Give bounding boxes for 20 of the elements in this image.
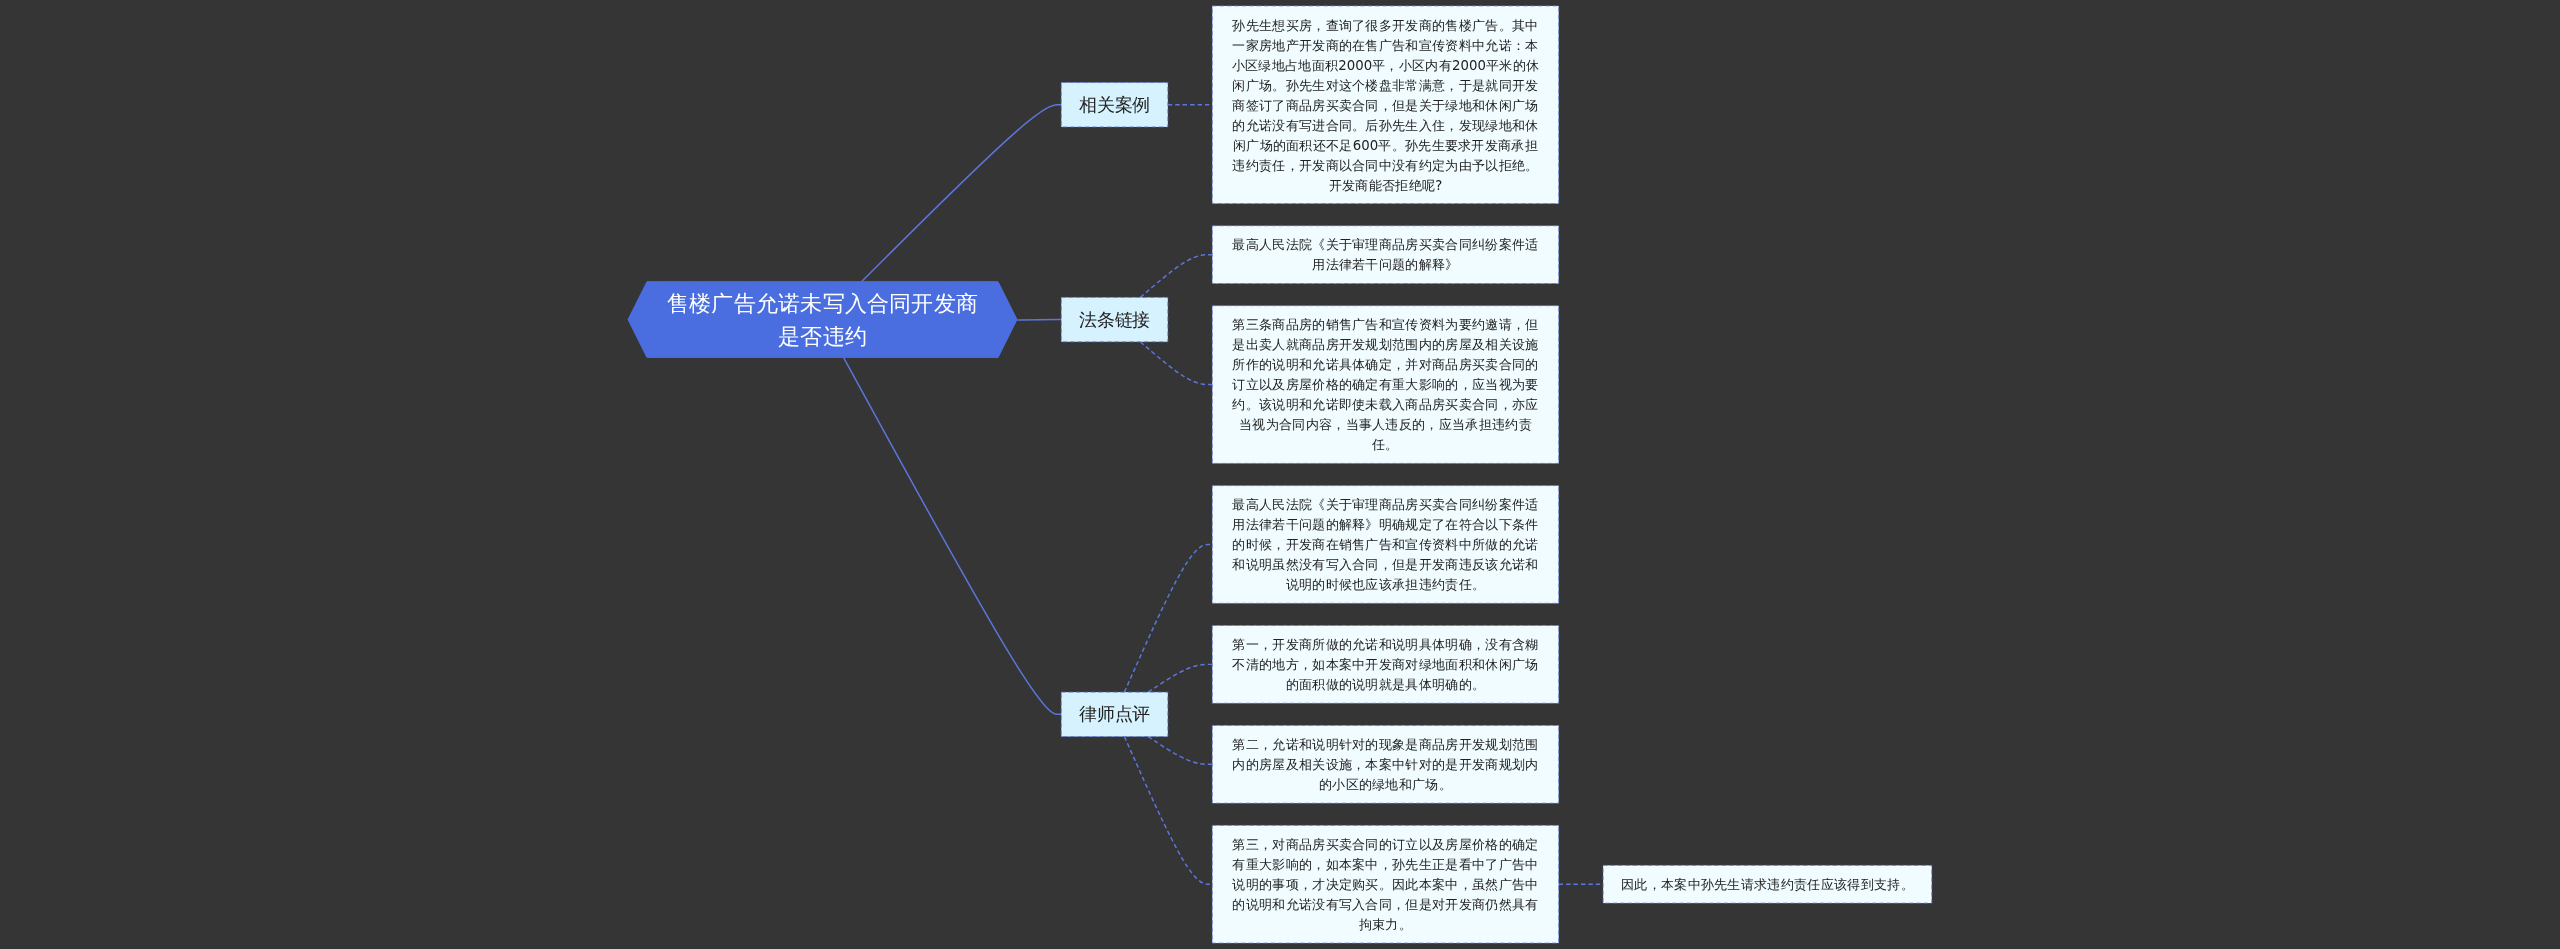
node-box: 相关案例 bbox=[1060, 82, 1169, 128]
connector bbox=[1123, 735, 1213, 885]
connector bbox=[860, 104, 1062, 283]
node-box: 孙先生想买房，查询了很多开发商的售楼广告。其中一家房地产开发商的在售广告和宣传资料中允诺：本小区绿地占地面积2000平，小区内有2000平米的休闲广场。孙先生对这个楼盘非常满意，于是就同开发商签订了商品房买卖合同，但是关于绿地和休闲广场的允诺没有写进合同。后孙先生入住，发现绿地和休闲广场的面积还不足600平。孙先生要求开发商承担违约责任，开发商以合同中没有约定为由予以拒绝。开发商能否拒绝呢? bbox=[1211, 5, 1560, 204]
node-box: 第一，开发商所做的允诺和说明具体明确，没有含糊不清的地方，如本案中开发商对绿地面积和休闲广场的面积做的说明就是具体明确的。 bbox=[1211, 625, 1560, 704]
node-box: 法条链接 bbox=[1060, 297, 1169, 343]
connector bbox=[1123, 543, 1213, 693]
node-box: 第三条商品房的销售广告和宣传资料为要约邀请，但是出卖人就商品房开发规划范围内的房屋及相关设施所作的说明和允诺具体确定，并对商品房买卖合同的订立以及房屋价格的确定有重大影响的，应当视为要约。该说明和允诺即使未载入商品房买卖合同，亦应当视为合同内容，当事人违反的，应当承担违约责任。 bbox=[1211, 305, 1560, 464]
node-box: 律师点评 bbox=[1060, 691, 1169, 737]
connector bbox=[1139, 253, 1213, 299]
connector bbox=[1147, 663, 1213, 693]
connector bbox=[1147, 735, 1213, 766]
connector bbox=[1016, 318, 1062, 321]
connector bbox=[842, 357, 1062, 716]
node-box: 第二，允诺和说明针对的现象是商品房开发规划范围内的房屋及相关设施，本案中针对的是开发商规划内的小区的绿地和广场。 bbox=[1211, 725, 1560, 804]
node-box: 第三，对商品房买卖合同的订立以及房屋价格的确定有重大影响的，如本案中，孙先生正是看中了广告中说明的事项，才决定购买。因此本案中，虽然广告中的说明和允诺没有写入合同，但是对开发商仍然具有拘束力。 bbox=[1211, 825, 1560, 944]
node-box: 因此，本案中孙先生请求违约责任应该得到支持。 bbox=[1602, 865, 1933, 904]
node-box: 最高人民法院《关于审理商品房买卖合同纠纷案件适用法律若干问题的解释》 bbox=[1211, 225, 1560, 284]
node-box: 最高人民法院《关于审理商品房买卖合同纠纷案件适用法律若干问题的解释》明确规定了在符合以下条件的时候，开发商在销售广告和宣传资料中所做的允诺和说明虽然没有写入合同，但是开发商违反该允诺和说明的时候也应该承担违约责任。 bbox=[1211, 485, 1560, 604]
connector bbox=[1139, 341, 1213, 386]
